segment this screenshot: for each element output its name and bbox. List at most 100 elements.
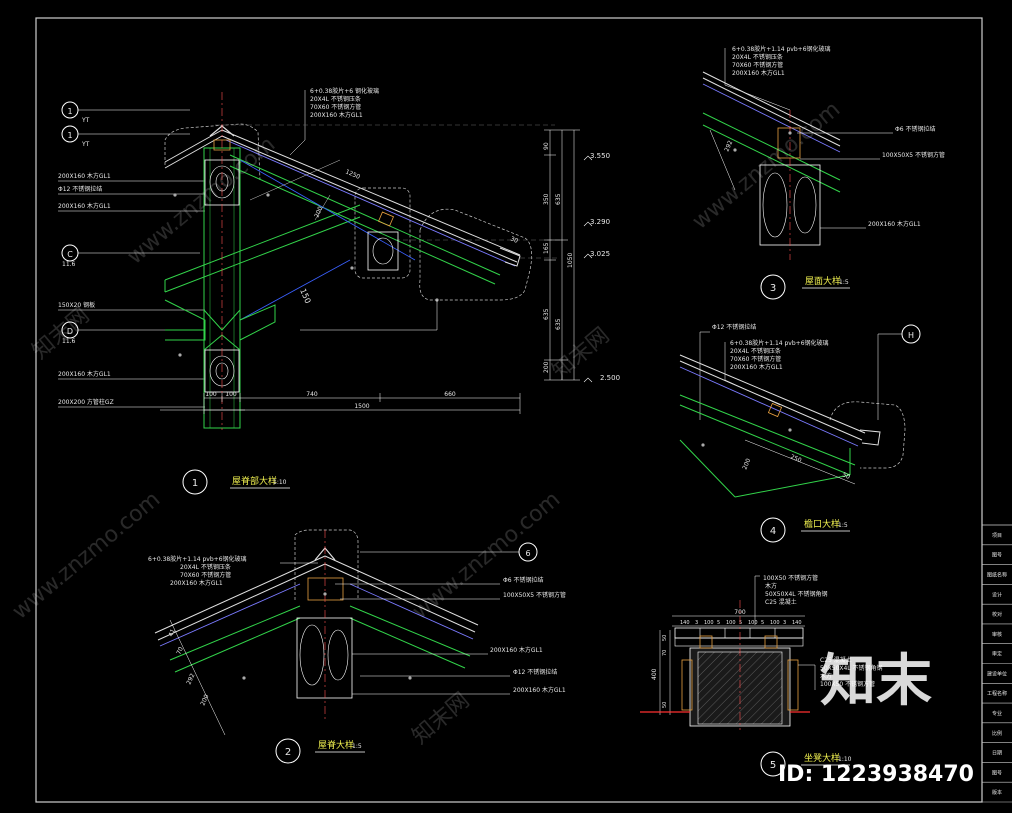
- svg-text:5: 5: [717, 620, 720, 626]
- elevation-mark: 3.550: [590, 152, 610, 160]
- note: Φ6 不锈钢拉结: [895, 125, 935, 133]
- note: 200X160 木方GL1: [58, 370, 111, 378]
- note: C25 混凝土: [820, 656, 852, 664]
- note: 200X160 木方GL1: [58, 172, 111, 180]
- title-block-label: 工程名称: [987, 690, 1007, 697]
- dimension: 200: [199, 693, 210, 706]
- title-block-label: 审定: [992, 651, 1002, 658]
- dimension: 200: [543, 361, 550, 373]
- detail-scale: 1:5: [352, 743, 362, 750]
- grid-label: 6: [525, 549, 530, 558]
- dimension: 635: [555, 318, 562, 330]
- dimension: 150: [298, 287, 312, 305]
- note: 200X160 木方GL1: [513, 686, 566, 694]
- grid-label: 1: [67, 107, 72, 116]
- note: 20X4L 不锈钢压条: [730, 347, 781, 355]
- grid-sub: YT: [81, 117, 90, 124]
- grid-label: 1: [67, 131, 72, 140]
- detail-title: 檐口大样: [804, 518, 840, 530]
- dimension: 292: [185, 672, 196, 685]
- detail-number: 3: [770, 283, 776, 294]
- dimension: 50: [662, 702, 668, 708]
- watermark-layer: www.znzmo.com 知末网 www.znzmo.com www.znzm…: [8, 97, 974, 787]
- dimension: 635: [543, 308, 550, 320]
- note: 20X4L 不锈钢压条: [732, 53, 783, 61]
- watermark-text: 知末网: [28, 303, 95, 365]
- note: 50X50X4L 不锈钢角钢: [820, 664, 883, 672]
- dimension: 100: [225, 391, 237, 398]
- detail-1-right-dimensions: 90 350 635 165 1050 635 635 200: [543, 129, 580, 381]
- watermark-text: 知末网: [408, 688, 475, 750]
- svg-text:100: 100: [726, 620, 736, 626]
- note: 100X50 不锈钢方管: [763, 574, 818, 582]
- grid-label: C: [67, 250, 73, 259]
- detail-5-segment-dims: 140 3 100 5 100 5 100 5 100 3 140: [680, 620, 802, 626]
- grid-sub: 11.6: [62, 261, 76, 268]
- title-block-label: 审核: [992, 631, 1002, 638]
- note: 6+0.38胶片+1.14 pvb+6钢化玻璃: [732, 45, 831, 53]
- dimension: 1050: [567, 253, 574, 268]
- detail-number: 4: [770, 526, 776, 537]
- note: 70X60 不锈钢方管: [730, 355, 781, 363]
- svg-text:140: 140: [680, 620, 690, 626]
- note: 200X160 木方GL1: [170, 579, 223, 587]
- note: 6+0.38胶片+1.14 pvb+6钢化玻璃: [730, 339, 829, 347]
- detail-title: 屋脊部大样: [232, 475, 277, 487]
- detail-title: 坐凳大样: [804, 752, 840, 764]
- detail-1-elevation-marks: 3.550 3.290 3.025 2.500: [583, 152, 620, 383]
- dimension: 350: [543, 193, 550, 205]
- note: 70X60 不锈钢方管: [310, 103, 361, 111]
- detail-3-roof-detail: 6+0.38胶片+1.14 pvb+6钢化玻璃 20X4L 不锈钢压条 70X6…: [702, 45, 945, 300]
- dimension: 292: [723, 139, 734, 152]
- note: 200X160 木方GL1: [732, 69, 785, 77]
- dimension: 50: [662, 635, 668, 641]
- detail-1-title: 1 屋脊部大样 1:10: [182, 469, 290, 495]
- note: C25 混凝土: [765, 598, 797, 606]
- note: 木方: [765, 582, 777, 590]
- note: 6+0.38胶片+1.14 pvb+6钢化玻璃: [148, 555, 247, 563]
- note: 70X60 不锈钢方管: [180, 571, 231, 579]
- svg-text:5: 5: [739, 620, 742, 626]
- dimension: 400: [651, 668, 658, 680]
- dimension: 90: [543, 142, 550, 150]
- detail-scale: 1:5: [839, 279, 849, 286]
- dimension: 30: [509, 235, 519, 244]
- dimension: 41: [167, 628, 177, 638]
- detail-scale: 1:10: [273, 479, 287, 486]
- title-block-label: 专业: [992, 710, 1002, 717]
- detail-5-bench-detail: 100X50 不锈钢方管 木方 50X50X4L 不锈钢角钢 C25 混凝土 7…: [640, 574, 883, 777]
- detail-1-top-notes: 6+0.38胶片+6 钢化玻璃 20X4L 不锈钢压条 70X60 不锈钢方管 …: [289, 87, 379, 156]
- detail-title: 屋脊大样: [318, 739, 354, 751]
- detail-number: 2: [285, 747, 291, 758]
- title-block-label: 日期: [992, 751, 1002, 757]
- svg-text:140: 140: [792, 620, 802, 626]
- note: 70X60 不锈钢方管: [732, 61, 783, 69]
- dimension: 740: [306, 391, 318, 398]
- watermark-text: www.znzmo.com: [123, 132, 280, 270]
- svg-text:5: 5: [761, 620, 764, 626]
- grid-sub: 11.6: [62, 338, 76, 345]
- detail-number: 1: [192, 478, 198, 489]
- note: Φ12 不锈钢拉结: [513, 668, 557, 676]
- image-id-label: ID: 1223938470: [778, 762, 974, 787]
- note: Φ12 不锈钢拉结: [58, 185, 102, 193]
- dimension: 165: [543, 242, 550, 254]
- svg-text:100: 100: [770, 620, 780, 626]
- svg-text:3: 3: [695, 620, 698, 626]
- detail-number: 5: [770, 760, 776, 771]
- elevation-mark: 3.025: [590, 250, 610, 258]
- grid-sub: YT: [81, 141, 90, 148]
- detail-title: 屋面大样: [805, 275, 841, 287]
- detail-scale: 1:5: [838, 522, 848, 529]
- note: 200X160 木方GL1: [310, 111, 363, 119]
- note: 6+0.38胶片+6 钢化玻璃: [310, 87, 379, 95]
- note: 50X50X4L 不锈钢角钢: [765, 590, 828, 598]
- dimension: 660: [444, 391, 456, 398]
- title-block-label: 项目: [992, 533, 1002, 539]
- dimension: 1250: [344, 168, 361, 180]
- dimension: 250: [789, 453, 802, 464]
- dimension: 200: [741, 457, 752, 470]
- elevation-mark: 3.290: [590, 218, 610, 226]
- dimension: 50: [841, 471, 851, 480]
